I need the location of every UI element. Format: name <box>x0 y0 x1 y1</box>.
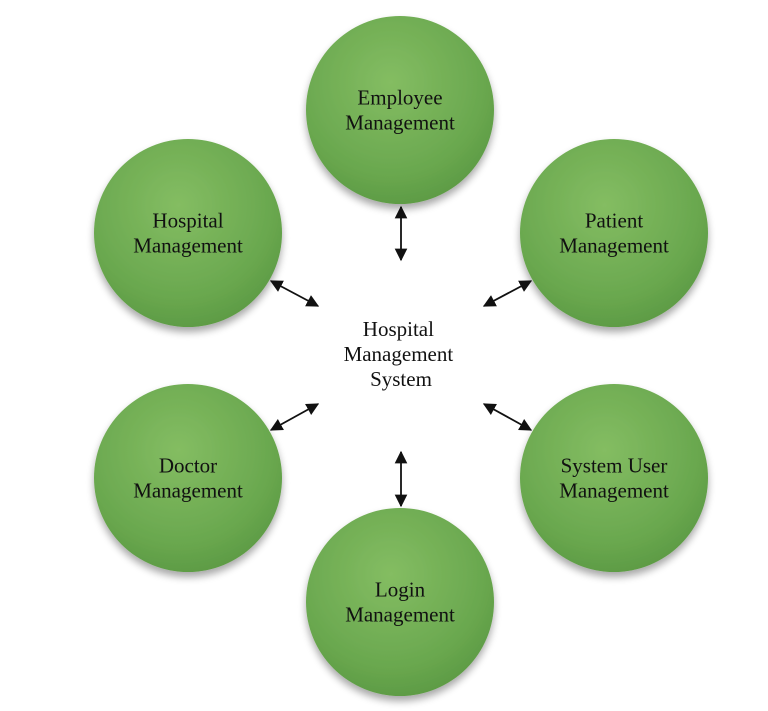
hospital-management-connector-arrow <box>269 280 320 307</box>
center-label: Hospital Management System <box>344 317 459 391</box>
system-user-management-label-line: Management <box>559 479 669 503</box>
employee-management-circle <box>306 16 494 204</box>
patient-management-label-line: Patient <box>585 209 643 233</box>
system-user-management-circle <box>520 384 708 572</box>
hospital-management-label-line: Hospital <box>152 209 223 233</box>
doctor-management-connector-arrow <box>269 403 320 431</box>
employee-management-label-line: Management <box>345 111 455 135</box>
center-label-line: Hospital <box>363 317 434 341</box>
connectors-group <box>269 205 533 508</box>
center-label-line: System <box>370 367 432 391</box>
center-node: Hospital Management System <box>344 317 459 391</box>
doctor-management-circle <box>94 384 282 572</box>
doctor-management-label-line: Doctor <box>159 454 217 478</box>
hospital-management-label-line: Management <box>133 234 243 258</box>
center-label-line: Management <box>344 342 454 366</box>
login-management-label-line: Login <box>375 578 426 602</box>
login-management-circle <box>306 508 494 696</box>
login-management-label-line: Management <box>345 603 455 627</box>
system-user-management-label-line: System User <box>561 454 668 478</box>
patient-management-label-line: Management <box>559 234 669 258</box>
employee-management-label-line: Employee <box>357 86 442 110</box>
hospital-management-circle <box>94 139 282 327</box>
system-user-management-connector-arrow <box>482 403 533 431</box>
patient-management-connector-arrow <box>482 280 533 307</box>
patient-management-circle <box>520 139 708 327</box>
doctor-management-label-line: Management <box>133 479 243 503</box>
